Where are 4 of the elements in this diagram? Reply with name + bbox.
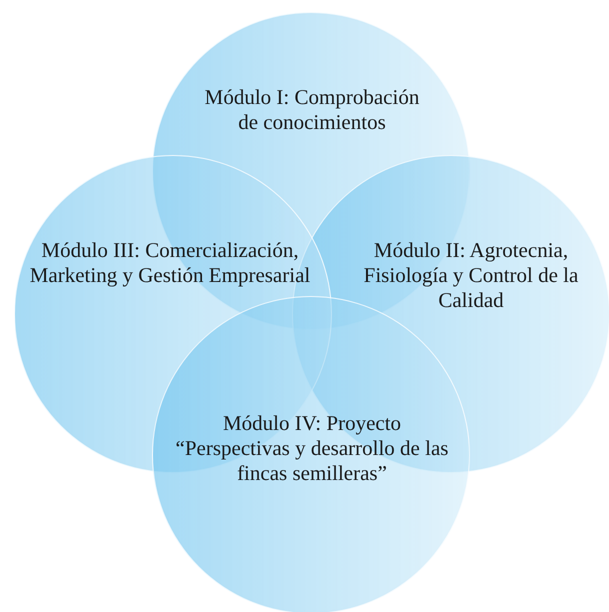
module-label: Módulo III: Comercialización, Marketing y Gestión Empresarial (28, 238, 312, 288)
module-label: Módulo II: Agrotecnia, Fisiología y Control de la Calidad (362, 238, 580, 313)
module-label: Módulo I: Comprobación de conocimientos (204, 85, 420, 135)
module-label: Módulo IV: Proyecto “Perspectivas y desarrollo de las fincas semilleras” (174, 411, 450, 486)
